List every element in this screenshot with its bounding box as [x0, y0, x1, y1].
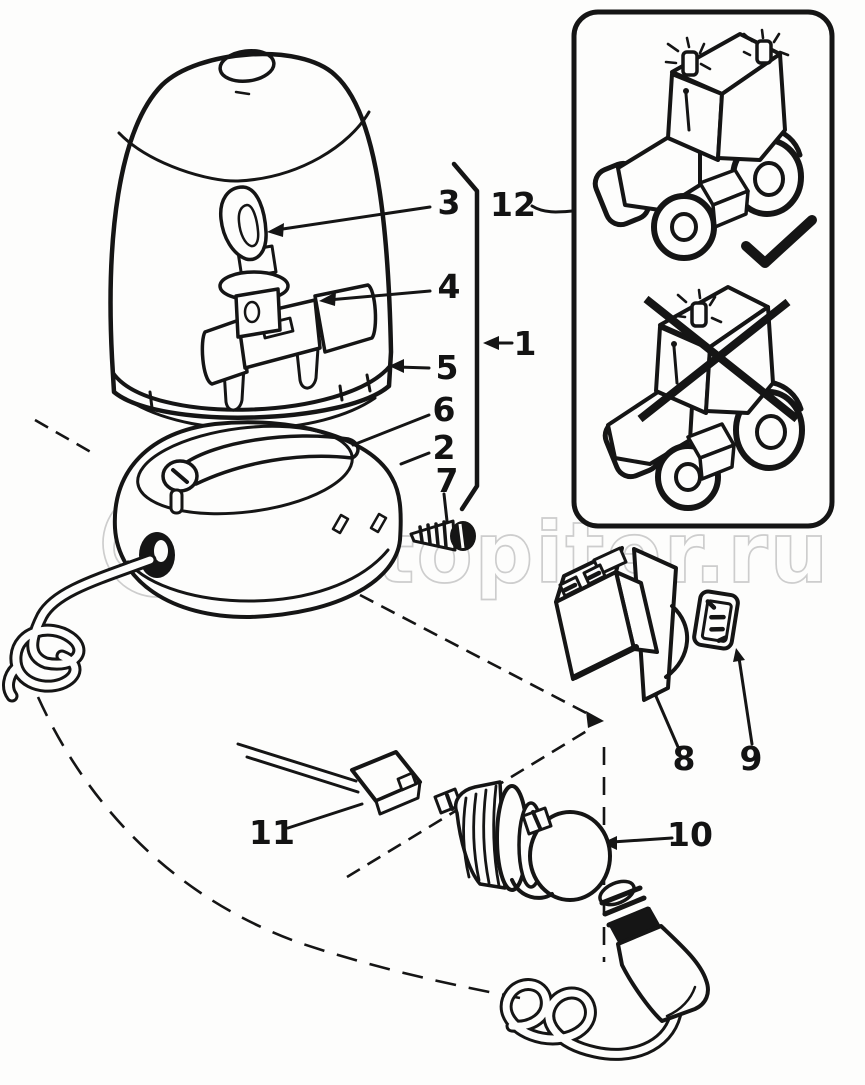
- rocker-switch: [554, 546, 689, 702]
- callout-labels: 3 4 5 6 2 7 1 12 8 9 10 11: [249, 183, 762, 854]
- callout-3: 3: [438, 183, 461, 222]
- callout-leaders: [267, 204, 754, 850]
- beacon-left-icon: [681, 50, 699, 77]
- plug-with-cord: [499, 879, 710, 1061]
- beacon-icon: [690, 301, 708, 328]
- tractor-approved: [592, 28, 817, 268]
- callout-1: 1: [514, 324, 537, 363]
- mounting-clip: [692, 589, 740, 651]
- bracket-wing-left: [200, 317, 249, 386]
- screw: [409, 519, 476, 552]
- cable-route-line: [36, 696, 521, 1000]
- base-cable: [2, 532, 175, 703]
- cable-coil: [5, 556, 154, 700]
- cross-icon: [637, 295, 800, 423]
- bulb-glass: [219, 185, 268, 262]
- base-slot-b: [369, 512, 388, 534]
- power-socket: [433, 780, 612, 902]
- wire-connector: [236, 742, 422, 816]
- bulb-assembly: [200, 185, 378, 412]
- tractor-crossed: [602, 285, 805, 511]
- bulb-filament: [237, 203, 260, 248]
- base-slot-a: [331, 513, 350, 535]
- axis-line-upper-left: [34, 418, 97, 457]
- callout-2: 2: [433, 428, 456, 467]
- dome-top-hole: [218, 49, 276, 83]
- connector-notch: [396, 771, 418, 792]
- beacon-right-icon: [755, 39, 773, 65]
- plug-body: [616, 924, 710, 1023]
- socket-cover: [528, 810, 612, 902]
- group-bracket: [451, 161, 480, 512]
- callout-10: 10: [667, 815, 713, 854]
- callout-11: 11: [249, 813, 295, 852]
- beacon-base: [2, 420, 403, 703]
- callout-8: 8: [673, 739, 696, 778]
- callout-4: 4: [438, 267, 461, 306]
- clamp-bar: [161, 434, 360, 515]
- bracket-leg-right: [295, 346, 320, 390]
- axis-arrowhead: [586, 711, 604, 728]
- callout-9: 9: [740, 739, 763, 778]
- plug-collar: [608, 907, 663, 948]
- axis-line-to-switch: [359, 593, 593, 718]
- callout-6: 6: [433, 390, 456, 429]
- checkmark-icon: [741, 215, 817, 268]
- clamp-pin: [169, 488, 184, 515]
- callout-7: 7: [436, 461, 459, 500]
- usage-inset-box: [571, 9, 835, 529]
- callout-12: 12: [490, 185, 536, 224]
- plug-cord: [502, 981, 680, 1058]
- callout-5: 5: [436, 348, 459, 387]
